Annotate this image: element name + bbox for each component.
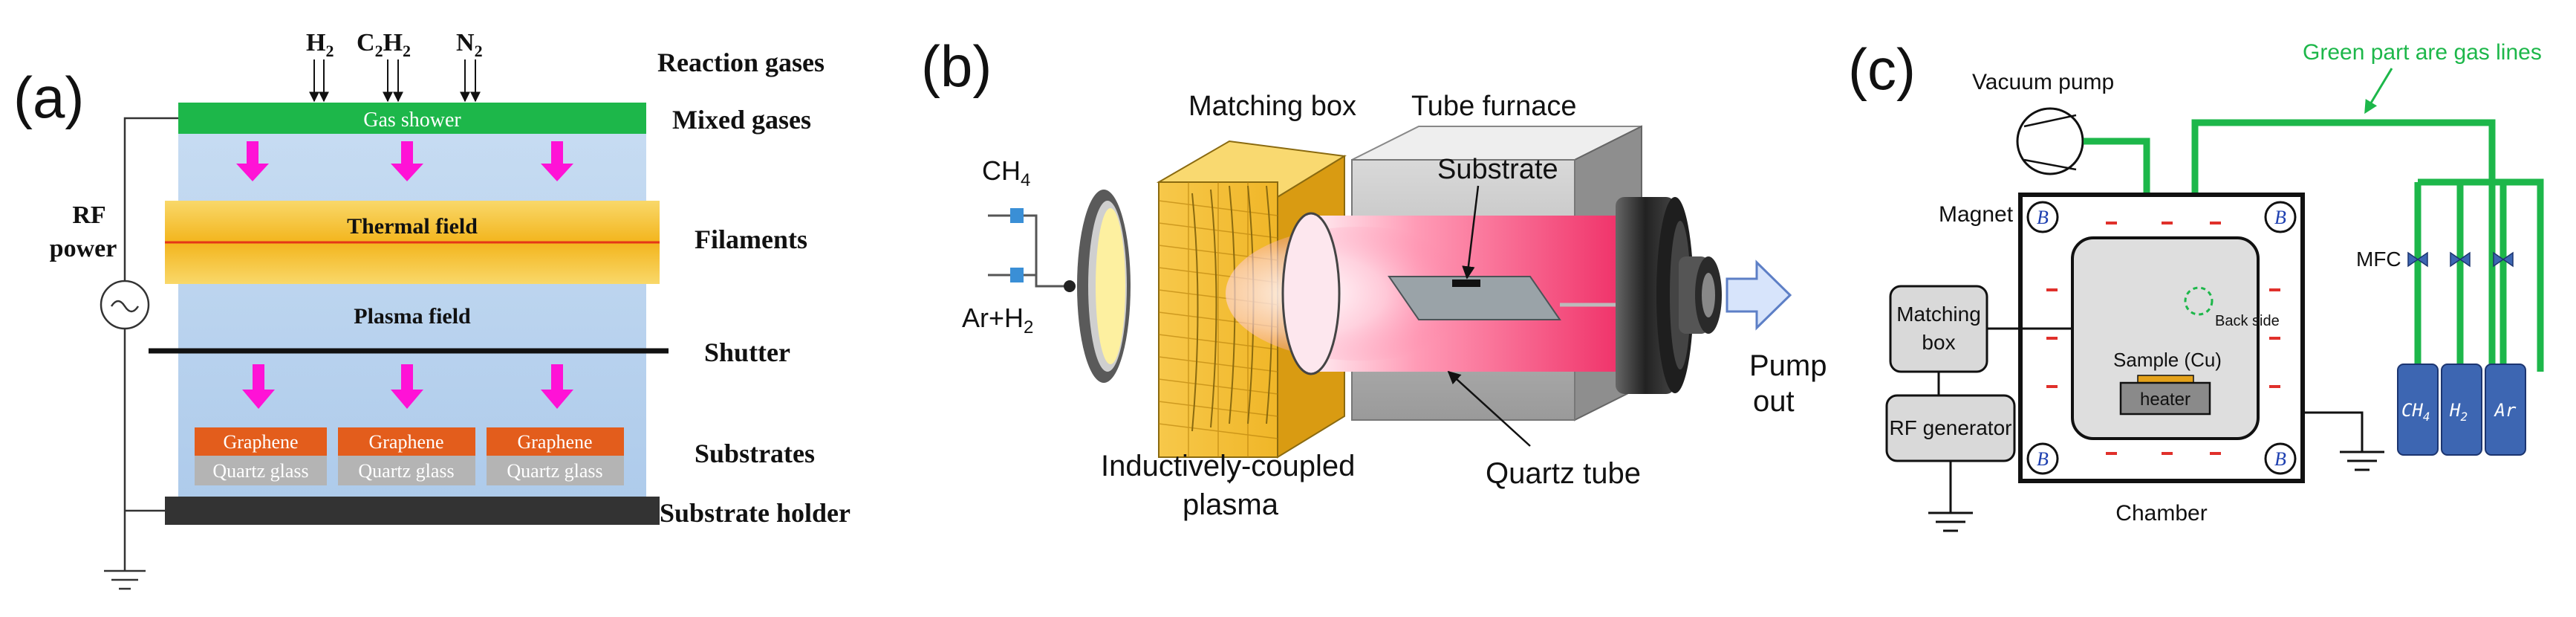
arh2-label: Ar+H2 — [962, 303, 1033, 337]
shutter-label: Shutter — [704, 337, 790, 367]
svg-text:N2: N2 — [456, 29, 483, 60]
panel-b: (b) CH4 Ar+H2 — [921, 33, 1827, 521]
substrate-plate — [1388, 276, 1645, 320]
mfc-label: MFC — [2356, 248, 2401, 271]
rf-wiring — [1928, 327, 2384, 532]
left-window-glass — [1096, 208, 1125, 364]
magnetic-field-marks — [2046, 222, 2280, 455]
svg-text:Ar: Ar — [2494, 400, 2517, 421]
substrate-stack-3: Graphene Quartz glass — [487, 427, 624, 485]
matching-box-label-line2: box — [1922, 331, 1955, 354]
back-side-label: Back side — [2215, 313, 2280, 329]
valve-icon — [1010, 208, 1024, 223]
reaction-gases-label: Reaction gases — [657, 48, 824, 77]
matching-box-label: Matching box — [1188, 91, 1356, 122]
back-side-marker — [2184, 286, 2214, 316]
gas-inlet-arrows — [309, 59, 481, 103]
svg-text:B: B — [2274, 207, 2286, 228]
sample-label: Sample (Cu) — [2113, 349, 2222, 371]
vacuum-pump-icon — [2016, 107, 2084, 175]
magnet-label: Magnet — [1939, 202, 2014, 227]
chamber-label: Chamber — [2115, 501, 2207, 526]
graphene-label-3: Graphene — [517, 431, 592, 453]
matching-box-block — [1889, 285, 1988, 373]
thermal-field-label: Thermal field — [347, 214, 478, 239]
flow-arrows-bottom — [242, 364, 573, 409]
rf-power-label-line1: RF — [72, 201, 105, 229]
pump-out-label-line2: out — [1753, 385, 1795, 418]
gas-cylinder-h2: H2 — [2441, 364, 2482, 456]
gas-label-n2: N2 — [456, 29, 483, 60]
quartz-tube-label: Quartz tube — [1486, 457, 1641, 490]
svg-text:H2: H2 — [306, 29, 334, 60]
panel-c-label: (c) — [1848, 36, 1916, 102]
chamber-inner — [2071, 236, 2260, 440]
matching-box-label-line1: Matching — [1896, 303, 1981, 326]
mixed-gases-label: Mixed gases — [672, 105, 811, 135]
ch4-label: CH4 — [982, 155, 1030, 190]
magnet-icons: B B B B — [2026, 201, 2297, 475]
gas-label-c2h2: C2H2 — [357, 29, 411, 60]
substrate-stack-1: Graphene Quartz glass — [195, 427, 327, 485]
svg-text:H2: H2 — [2449, 400, 2468, 424]
flow-arrows-top — [236, 141, 573, 181]
svg-text:B: B — [2037, 448, 2049, 470]
rf-circuit — [104, 117, 178, 590]
substrate-sample — [1452, 280, 1480, 287]
quartz-glass-label-3: Quartz glass — [507, 460, 602, 482]
panel-b-label: (b) — [921, 33, 992, 99]
icp-label-line2: plasma — [1183, 488, 1279, 521]
gas-cylinder-ch4: CH4 — [2397, 364, 2439, 456]
svg-text:B: B — [2037, 207, 2049, 228]
graphene-label-2: Graphene — [368, 431, 443, 453]
rf-source-icon — [100, 280, 150, 330]
quartz-tube-mouth — [1281, 212, 1341, 375]
heater-block — [2119, 381, 2211, 416]
quartz-glass-label-2: Quartz glass — [358, 460, 454, 482]
pump-out-arrow-icon — [1726, 259, 1792, 331]
substrate-holder-label: Substrate holder — [660, 498, 850, 528]
panel-a: (a) H2 C2H2 N2 — [13, 29, 850, 590]
quartz-glass-label-1: Quartz glass — [212, 460, 308, 482]
tube-furnace-label: Tube furnace — [1411, 91, 1577, 122]
svg-text:CH4: CH4 — [2401, 400, 2430, 424]
pump-out-label-line1: Pump — [1749, 349, 1827, 382]
tube-end-cap — [1616, 197, 1722, 394]
substrate-stack-2: Graphene Quartz glass — [338, 427, 475, 485]
rf-generator-label: RF generator — [1890, 416, 2012, 439]
substrate-label: Substrate — [1437, 154, 1558, 185]
plasma-field-label: Plasma field — [354, 304, 471, 329]
sample-cu — [2137, 375, 2194, 384]
substrates-label: Substrates — [695, 439, 815, 468]
gas-cylinder-ar: Ar — [2485, 364, 2526, 456]
vacuum-pump-label: Vacuum pump — [1972, 70, 2114, 94]
gas-label-h2: H2 — [306, 29, 334, 60]
mfc-valve-icons — [2407, 251, 2514, 268]
gas-shower-bar — [178, 103, 646, 134]
svg-text:B: B — [2274, 448, 2286, 470]
panel-c: (c) Vacuum pump Green part are gas lines… — [1848, 36, 2544, 532]
panel-a-label: (a) — [13, 65, 84, 130]
heater-label: heater — [2140, 390, 2190, 410]
gas-inlet-lines — [988, 214, 1070, 288]
graphene-label-1: Graphene — [223, 431, 298, 453]
rf-power-label-line2: power — [50, 235, 117, 262]
filaments-label: Filaments — [695, 224, 807, 254]
valve-icon — [1010, 268, 1024, 282]
icp-label-line1: Inductively-coupled — [1101, 450, 1355, 482]
gas-shower-label: Gas shower — [363, 109, 461, 132]
svg-text:C2H2: C2H2 — [357, 29, 411, 60]
substrate-holder-bar — [165, 497, 660, 525]
gas-lines-note: Green part are gas lines — [2303, 40, 2542, 65]
